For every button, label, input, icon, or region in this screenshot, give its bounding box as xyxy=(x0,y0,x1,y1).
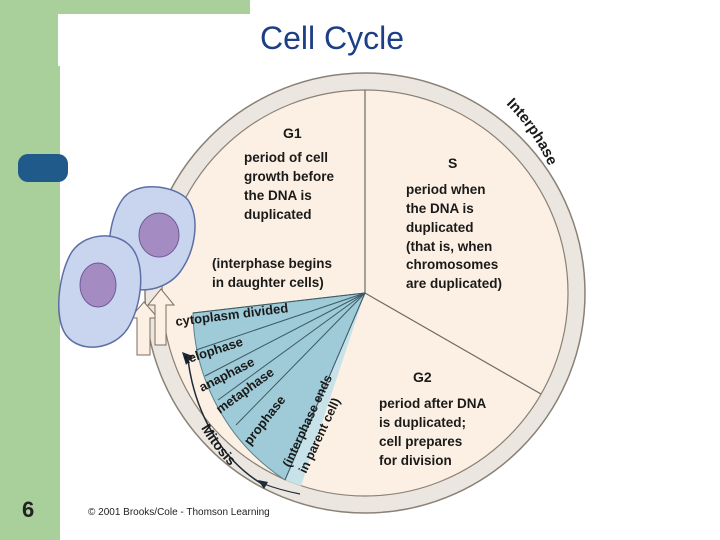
g1-note-line-2: in daughter cells) xyxy=(212,275,324,290)
interphase-end-wedge xyxy=(285,293,365,486)
g1-desc-line-2: growth before xyxy=(244,169,334,184)
s-desc-line-4: (that is, when xyxy=(406,239,492,254)
s-desc-line-2: the DNA is xyxy=(406,201,474,216)
slide-tab xyxy=(18,154,68,182)
arrow-to-daughter-2 xyxy=(146,288,176,346)
g2-label: G2 xyxy=(413,369,432,385)
nucleus-upper xyxy=(138,212,180,258)
phase-divider-1 xyxy=(192,292,366,314)
slide-left-bar xyxy=(0,0,60,540)
s-g2-divider xyxy=(364,292,542,395)
g1-desc-line-4: duplicated xyxy=(244,207,312,222)
s-label: S xyxy=(448,155,457,171)
daughter-cell-lower xyxy=(58,235,142,348)
g2-desc-line-3: cell prepares xyxy=(379,434,462,449)
mitosis-arrowhead xyxy=(182,352,193,365)
phase-divider-3 xyxy=(204,292,366,377)
slide-top-bar xyxy=(60,0,250,14)
s-desc-line-3: duplicated xyxy=(406,220,474,235)
ring-arrow-line xyxy=(263,483,301,495)
g2-desc-line-1: period after DNA xyxy=(379,396,487,411)
title-backdrop xyxy=(58,14,252,66)
g1-label: G1 xyxy=(283,125,302,141)
g2-desc-line-4: for division xyxy=(379,453,452,468)
mitosis-arrow-line xyxy=(187,359,263,485)
phase-divider-5 xyxy=(235,292,366,426)
g1-desc-line-3: the DNA is xyxy=(244,188,312,203)
slide-title: Cell Cycle xyxy=(260,20,405,56)
s-desc-line-1: period when xyxy=(406,182,486,197)
phase-divider-2 xyxy=(195,292,366,351)
phase-divider-4 xyxy=(217,292,366,401)
g1-note-line-1: (interphase begins xyxy=(212,256,332,271)
slide-number: 6 xyxy=(22,497,35,522)
g2-desc-line-2: is duplicated; xyxy=(379,415,466,430)
arrow-to-daughter-1 xyxy=(128,301,160,356)
s-desc-line-6: are duplicated) xyxy=(406,276,502,291)
mitosis-wedge xyxy=(192,292,366,481)
s-desc-line-5: chromosomes xyxy=(406,257,498,272)
copyright-credit: © 2001 Brooks/Cole - Thomson Learning xyxy=(88,507,270,518)
ring-arrowhead xyxy=(258,480,268,489)
g1-desc-line-1: period of cell xyxy=(244,150,328,165)
nucleus-lower xyxy=(79,262,117,308)
phase-divider-6 xyxy=(284,292,366,481)
